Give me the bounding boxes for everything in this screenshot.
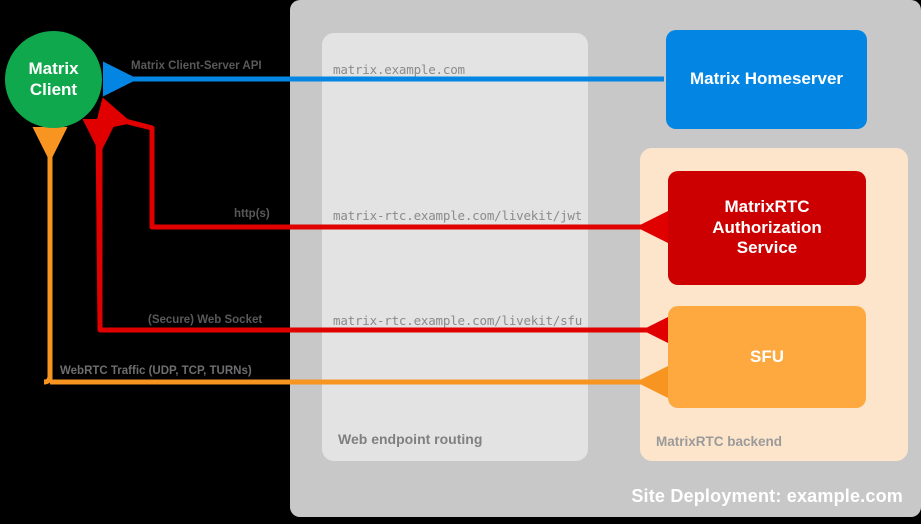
site-deployment-label: Site Deployment: example.com (631, 486, 903, 506)
authorization-service-label: MatrixRTC Authorization Service (712, 197, 822, 259)
authz-label-line3: Service (736, 238, 798, 258)
authz-label-line2: Authorization (712, 217, 822, 237)
endpoint-label-matrix-example-com: matrix.example.com (333, 62, 465, 77)
web-endpoint-routing-label: Web endpoint routing (338, 431, 483, 447)
edge-label-secure-web-socket: (Secure) Web Socket (148, 314, 263, 326)
endpoint-label-livekit-sfu: matrix-rtc.example.com/livekit/sfu (333, 313, 583, 328)
authz-label-line1: MatrixRTC (724, 196, 810, 216)
container-web-endpoint-routing: Web endpoint routing (322, 33, 588, 461)
endpoint-label-livekit-jwt: matrix-rtc.example.com/livekit/jwt (333, 208, 583, 223)
node-matrix-client[interactable]: Matrix Client (5, 31, 102, 128)
edge-http-jwt-return (93, 97, 155, 227)
node-matrixrtc-authorization-service[interactable]: MatrixRTC Authorization Service (668, 171, 866, 285)
node-matrix-homeserver[interactable]: Matrix Homeserver (666, 30, 867, 129)
edge-label-webrtc-traffic: WebRTC Traffic (UDP, TCP, TURNs) (60, 365, 252, 377)
edge-label-http-s: http(s) (234, 208, 270, 220)
sfu-label: SFU (750, 346, 784, 366)
matrix-client-label-line1: Matrix (28, 59, 79, 79)
node-sfu[interactable]: SFU (668, 306, 866, 408)
matrix-client-label-line2: Client (29, 79, 78, 99)
edge-webrtc-corner (43, 375, 53, 385)
matrixrtc-backend-label: MatrixRTC backend (656, 434, 783, 449)
matrix-homeserver-label: Matrix Homeserver (689, 69, 844, 89)
edge-label-matrix-client-server-api: Matrix Client-Server API (131, 60, 262, 72)
